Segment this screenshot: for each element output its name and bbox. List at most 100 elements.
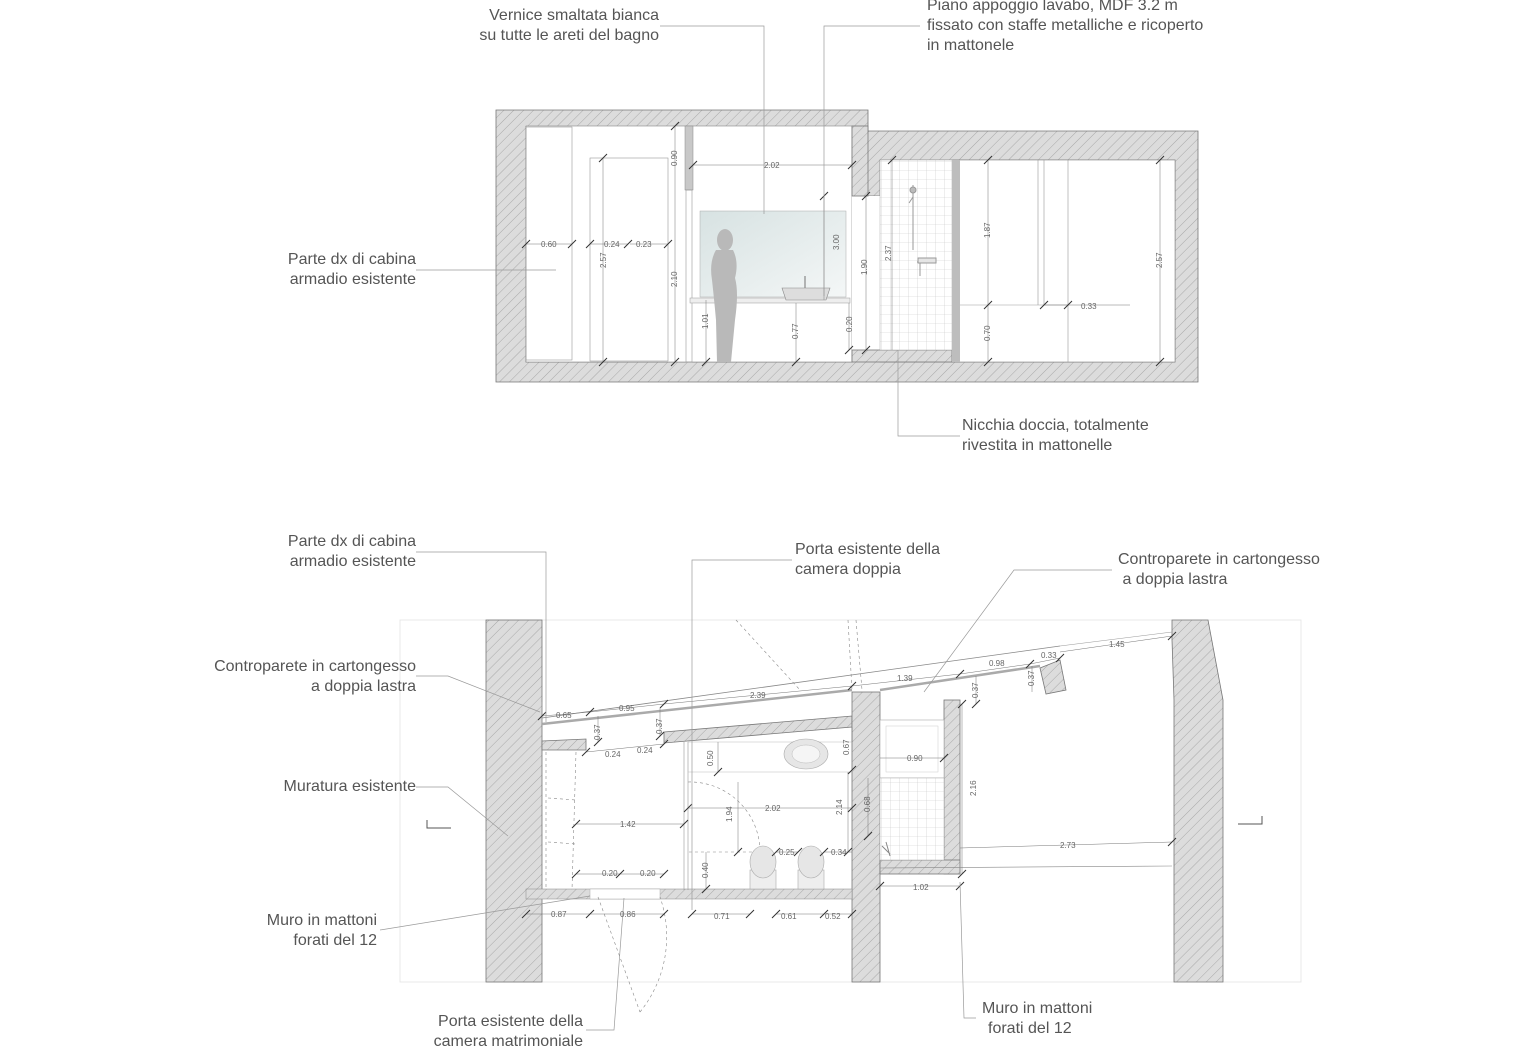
callout-wardrobe-elevation-line1: Parte dx di cabina xyxy=(287,251,416,268)
dim-257b: 2.57 xyxy=(1155,252,1164,268)
shower-tiles-plan xyxy=(879,777,945,861)
callout-paint-line2: su tutte le areti del bagno xyxy=(479,27,659,44)
dim-194: 1.94 xyxy=(725,806,734,822)
dim-145: 1.45 xyxy=(1109,640,1125,649)
dim-040: 0.40 xyxy=(701,862,710,878)
washbasin-shelf xyxy=(689,297,851,304)
dim-065: 0.65 xyxy=(556,711,572,720)
callout-wardrobe-elevation: Parte dx di cabina armadio esistente xyxy=(288,250,416,290)
dim-273: 2.73 xyxy=(1060,841,1076,850)
shower-head-icon xyxy=(908,185,937,276)
dim-239: 2.39 xyxy=(750,691,766,700)
callout-wardrobe-plan-line2: armadio esistente xyxy=(289,553,416,570)
dim-024: 0.24 xyxy=(604,240,620,249)
dim-067: 0.67 xyxy=(842,739,851,755)
dim-033-plan: 0.33 xyxy=(1041,651,1057,660)
callout-masonry-line1: Muratura esistente xyxy=(283,778,416,795)
callout-brick-right: Muro in mattoni forati del 12 xyxy=(982,999,1092,1039)
callout-shower: Nicchia doccia, totalmente rivestita in … xyxy=(962,416,1149,456)
dim-037c: 0.37 xyxy=(971,682,980,698)
toilet-icon xyxy=(797,845,825,890)
callout-wardrobe-plan-line1: Parte dx di cabina xyxy=(287,533,416,550)
dim-202: 2.02 xyxy=(764,161,780,170)
dim-071: 0.71 xyxy=(714,912,730,921)
dim-237: 2.37 xyxy=(884,245,893,261)
dim-257a: 2.57 xyxy=(599,252,608,268)
dim-060: 0.60 xyxy=(541,240,557,249)
callout-brick-left-line2: forati del 12 xyxy=(293,932,377,949)
dim-020b: 0.20 xyxy=(640,869,656,878)
brick-wall xyxy=(525,888,853,900)
callout-drywall-right: Controparete in cartongesso a doppia las… xyxy=(1118,550,1320,590)
dim-101: 1.01 xyxy=(701,313,710,329)
dim-190: 1.90 xyxy=(860,259,869,275)
plan-view xyxy=(379,551,1302,1031)
callout-shelf-line3: in mattonele xyxy=(927,37,1015,54)
dim-095: 0.95 xyxy=(619,704,635,713)
dim-090: 0.90 xyxy=(670,150,679,166)
callout-door-master-line1: Porta esistente della xyxy=(438,1013,583,1030)
callout-brick-right-line2: forati del 12 xyxy=(988,1020,1072,1037)
plan-dimensions: 0.65 0.95 2.39 1.39 0.98 0.33 1.45 0.37 … xyxy=(551,640,1125,921)
callout-brick-left-line1: Muro in mattoni xyxy=(266,912,377,929)
callout-door-double-line2: camera doppia xyxy=(795,561,901,578)
door-panel xyxy=(589,157,669,362)
door-swing-master xyxy=(597,896,667,1013)
callout-shelf: Piano appoggio lavabo, MDF 3.2 m fissato… xyxy=(927,0,1203,56)
callout-drywall-left: Controparete in cartongesso a doppia las… xyxy=(214,657,416,697)
section-marker-right xyxy=(1238,816,1263,825)
callout-drywall-left-line2: a doppia lastra xyxy=(311,678,416,695)
callout-door-double: Porta esistente della camera doppia xyxy=(795,540,940,580)
masonry-wall-right xyxy=(1171,619,1224,983)
dim-142: 1.42 xyxy=(620,820,636,829)
dim-139: 1.39 xyxy=(897,674,913,683)
dim-023: 0.23 xyxy=(636,240,652,249)
dim-037b: 0.37 xyxy=(655,718,664,734)
callout-brick-right-line1: Muro in mattoni xyxy=(982,1000,1093,1017)
callout-wardrobe-plan: Parte dx di cabina armadio esistente xyxy=(288,532,416,572)
section-marker-left xyxy=(426,820,451,829)
callout-shower-line2: rivestita in mattonelle xyxy=(962,437,1113,454)
callout-shelf-line2: fissato con staffe metalliche e ricopert… xyxy=(927,17,1204,34)
dim-070: 0.70 xyxy=(983,325,992,341)
dim-020a: 0.20 xyxy=(602,869,618,878)
person-silhouette-icon xyxy=(711,229,737,362)
callout-drywall-right-line2: a doppia lastra xyxy=(1118,571,1228,588)
callout-shower-line1: Nicchia doccia, totalmente xyxy=(962,417,1149,434)
elevation-dimensions: 0.60 0.24 0.23 2.57 0.90 2.10 1.01 2.02 … xyxy=(541,150,1164,341)
dim-214: 2.14 xyxy=(835,799,844,815)
dim-300: 3.00 xyxy=(832,234,841,250)
callout-door-master: Porta esistente della camera matrimonial… xyxy=(434,1012,583,1052)
dim-033: 0.33 xyxy=(1081,302,1097,311)
dim-210: 2.10 xyxy=(670,271,679,287)
dim-068: 0.68 xyxy=(863,796,872,812)
dim-077: 0.77 xyxy=(791,323,800,339)
dim-034: 0.34 xyxy=(831,848,847,857)
callout-brick-left: Muro in mattoni forati del 12 xyxy=(267,911,377,951)
callout-masonry: Muratura esistente xyxy=(283,777,416,797)
callout-drywall-left-line1: Controparete in cartongesso xyxy=(214,658,416,675)
dim-202-plan: 2.02 xyxy=(765,804,781,813)
dim-090-plan: 0.90 xyxy=(907,754,923,763)
door-swing-bathroom xyxy=(687,781,761,853)
dim-037d: 0.37 xyxy=(1027,670,1036,686)
dim-086: 0.86 xyxy=(620,910,636,919)
callout-drywall-right-line1: Controparete in cartongesso xyxy=(1118,551,1320,568)
callout-door-double-line1: Porta esistente della xyxy=(795,541,940,558)
dim-216: 2.16 xyxy=(969,780,978,796)
elevation-view xyxy=(416,25,1199,437)
dim-102: 1.02 xyxy=(913,883,929,892)
dim-037a: 0.37 xyxy=(593,724,602,740)
washbasin-icon xyxy=(781,287,831,301)
dim-098: 0.98 xyxy=(989,659,1005,668)
dim-050: 0.50 xyxy=(706,750,715,766)
dim-025: 0.25 xyxy=(779,848,795,857)
masonry-wall-center xyxy=(851,691,881,983)
bidet-icon xyxy=(749,845,777,890)
callout-door-master-line2: camera matrimoniale xyxy=(433,1033,583,1050)
callout-wardrobe-elevation-line2: armadio esistente xyxy=(289,271,416,288)
dim-061: 0.61 xyxy=(781,912,797,921)
dim-087: 0.87 xyxy=(551,910,567,919)
dim-024a: 0.24 xyxy=(605,750,621,759)
